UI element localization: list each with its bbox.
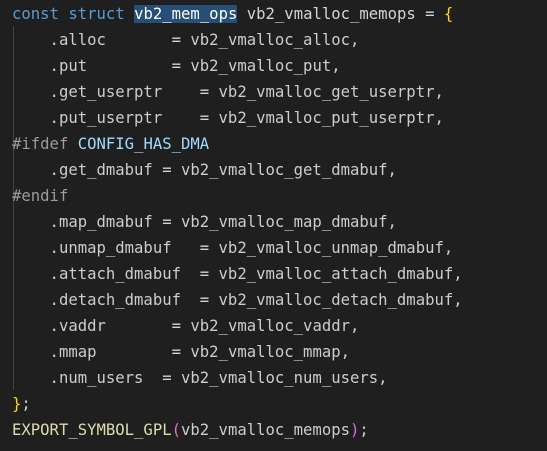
field-value: vb2_vmalloc_detach_dmabuf,: [218, 291, 463, 309]
code-line-1[interactable]: const struct vb2_mem_ops vb2_vmalloc_mem…: [12, 1, 453, 27]
field-value: vb2_vmalloc_map_dmabuf,: [181, 213, 397, 231]
code-line-put-userptr[interactable]: .put_userptr = vb2_vmalloc_put_userptr,: [12, 105, 444, 131]
export-macro: EXPORT_SYMBOL_GPL: [12, 421, 172, 439]
field-value: vb2_vmalloc_attach_dmabuf,: [218, 265, 463, 283]
field-name: .put: [12, 57, 172, 75]
code-line-close[interactable]: };: [12, 391, 31, 417]
field-name: .vaddr: [12, 317, 172, 335]
field-name: .get_dmabuf: [12, 161, 163, 179]
code-line-detach-dmabuf[interactable]: .detach_dmabuf = vb2_vmalloc_detach_dmab…: [12, 287, 463, 313]
code-line-put[interactable]: .put = vb2_vmalloc_put,: [12, 53, 341, 79]
field-name: .put_userptr: [12, 109, 200, 127]
indent-guide: [13, 26, 14, 390]
assign-op: =: [171, 343, 191, 361]
field-name: .num_users: [12, 369, 163, 387]
selected-struct-name[interactable]: vb2_mem_ops: [134, 5, 238, 23]
config-macro: CONFIG_HAS_DMA: [77, 135, 210, 153]
close-brace: }: [12, 395, 22, 413]
field-value: vb2_vmalloc_num_users,: [181, 369, 388, 387]
code-line-unmap-dmabuf[interactable]: .unmap_dmabuf = vb2_vmalloc_unmap_dmabuf…: [12, 235, 454, 261]
code-line-attach-dmabuf[interactable]: .attach_dmabuf = vb2_vmalloc_attach_dmab…: [12, 261, 463, 287]
code-line-ifdef[interactable]: #ifdef CONFIG_HAS_DMA: [12, 131, 209, 157]
semicolon: ;: [21, 395, 31, 413]
code-line-mmap[interactable]: .mmap = vb2_vmalloc_mmap,: [12, 339, 350, 365]
const-keyword: const: [12, 5, 59, 23]
field-value: vb2_vmalloc_put_userptr,: [218, 109, 444, 127]
field-name: .unmap_dmabuf: [12, 239, 200, 257]
assign-op: =: [162, 161, 181, 179]
field-value: vb2_vmalloc_get_dmabuf,: [181, 161, 397, 179]
field-name: .detach_dmabuf: [12, 291, 200, 309]
assign-op: =: [171, 317, 191, 335]
field-value: vb2_vmalloc_get_userptr,: [218, 83, 444, 101]
variable-name: vb2_vmalloc_memops: [246, 5, 416, 23]
field-value: vb2_vmalloc_vaddr,: [190, 317, 360, 335]
assign-op: =: [162, 213, 181, 231]
field-value: vb2_vmalloc_alloc,: [190, 31, 360, 49]
open-paren: (: [171, 421, 181, 439]
close-paren: ): [350, 421, 360, 439]
field-name: .mmap: [12, 343, 172, 361]
assign-op: =: [199, 291, 219, 309]
export-arg: vb2_vmalloc_memops: [181, 421, 350, 439]
code-line-alloc[interactable]: .alloc = vb2_vmalloc_alloc,: [12, 27, 360, 53]
struct-keyword: struct: [68, 5, 125, 23]
code-line-get-userptr[interactable]: .get_userptr = vb2_vmalloc_get_userptr,: [12, 79, 444, 105]
assign-op: =: [162, 369, 181, 387]
code-line-export[interactable]: EXPORT_SYMBOL_GPL(vb2_vmalloc_memops);: [12, 417, 369, 443]
semicolon: ;: [359, 421, 369, 439]
code-line-vaddr[interactable]: .vaddr = vb2_vmalloc_vaddr,: [12, 313, 360, 339]
field-name: .attach_dmabuf: [12, 265, 200, 283]
endif-directive: #endif: [12, 187, 69, 205]
assign-op: =: [199, 239, 219, 257]
assign-op: =: [171, 57, 191, 75]
field-name: .alloc: [12, 31, 172, 49]
assign-op: =: [199, 109, 219, 127]
assign-op: =: [199, 83, 219, 101]
ifdef-directive: #ifdef: [12, 135, 69, 153]
equals-sign: =: [425, 5, 435, 23]
open-brace: {: [443, 5, 454, 23]
code-line-map-dmabuf[interactable]: .map_dmabuf = vb2_vmalloc_map_dmabuf,: [12, 209, 397, 235]
assign-op: =: [199, 265, 219, 283]
assign-op: =: [171, 31, 191, 49]
code-line-num-users[interactable]: .num_users = vb2_vmalloc_num_users,: [12, 365, 388, 391]
field-name: .map_dmabuf: [12, 213, 163, 231]
field-value: vb2_vmalloc_put,: [190, 57, 341, 75]
field-value: vb2_vmalloc_mmap,: [190, 343, 350, 361]
field-name: .get_userptr: [12, 83, 200, 101]
code-line-get-dmabuf[interactable]: .get_dmabuf = vb2_vmalloc_get_dmabuf,: [12, 157, 397, 183]
code-line-endif[interactable]: #endif: [12, 183, 68, 209]
field-value: vb2_vmalloc_unmap_dmabuf,: [218, 239, 454, 257]
